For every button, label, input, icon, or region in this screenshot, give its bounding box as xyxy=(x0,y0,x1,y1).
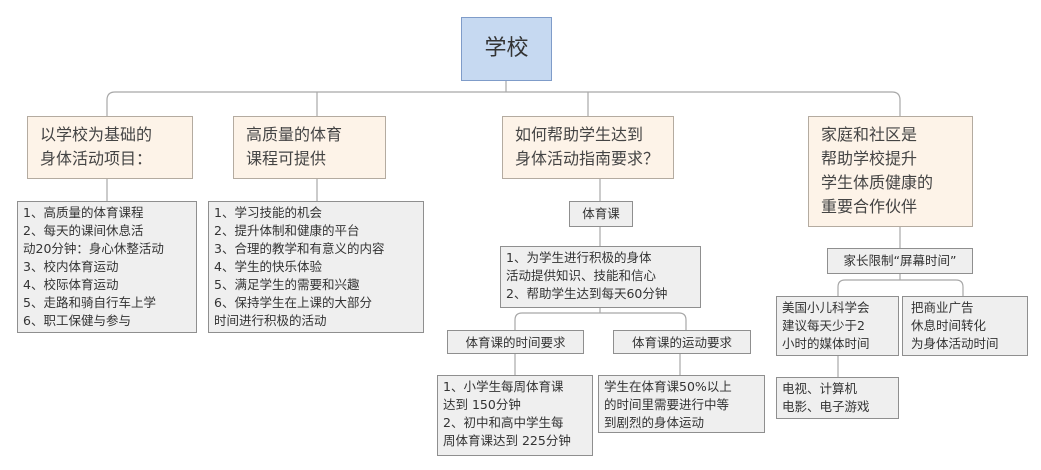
pe-exercise-detail[interactable]: 学生在体育课50%以上 的时间里需要进行中等 到剧烈的身体运动 xyxy=(598,375,765,433)
media-types[interactable]: 电视、计算机 电影、电子游戏 xyxy=(776,377,899,419)
branch-family-community[interactable]: 家庭和社区是 帮助学校提升 学生体质健康的 重要合作伙伴 xyxy=(808,116,973,227)
quality-pe-detail[interactable]: 1、学习技能的机会 2、提升体制和健康的平台 3、合理的教学和有意义的内容 4、… xyxy=(208,201,424,333)
branch-quality-pe[interactable]: 高质量的体育 课程可提供 xyxy=(233,116,386,179)
pe-class-detail[interactable]: 1、为学生进行积极的身体 活动提供知识、技能和信心 2、帮助学生达到每天60分钟 xyxy=(500,246,701,308)
screen-time-node[interactable]: 家长限制“屏幕时间” xyxy=(827,248,973,274)
pe-time-requirement[interactable]: 体育课的时间要求 xyxy=(447,330,584,354)
branch-guidelines[interactable]: 如何帮助学生达到 身体活动指南要求？ xyxy=(502,116,674,179)
pe-exercise-requirement[interactable]: 体育课的运动要求 xyxy=(613,330,751,354)
pe-time-detail[interactable]: 1、小学生每周体育课 达到 150分钟 2、初中和高中学生每 周体育课达到 22… xyxy=(437,375,593,456)
aap-recommendation[interactable]: 美国小儿科学会 建议每天少于2 小时的媒体时间 xyxy=(776,296,899,356)
pe-class-node[interactable]: 体育课 xyxy=(569,201,633,227)
root-node[interactable]: 学校 xyxy=(461,17,552,81)
commercial-break-activity[interactable]: 把商业广告 休息时间转化 为身体活动时间 xyxy=(902,296,1028,356)
branch-school-programs[interactable]: 以学校为基础的 身体活动项目： xyxy=(27,116,193,179)
school-programs-detail[interactable]: 1、高质量的体育课程 2、每天的课间休息活 动20分钟：身心休整活动 3、校内体… xyxy=(17,201,197,333)
